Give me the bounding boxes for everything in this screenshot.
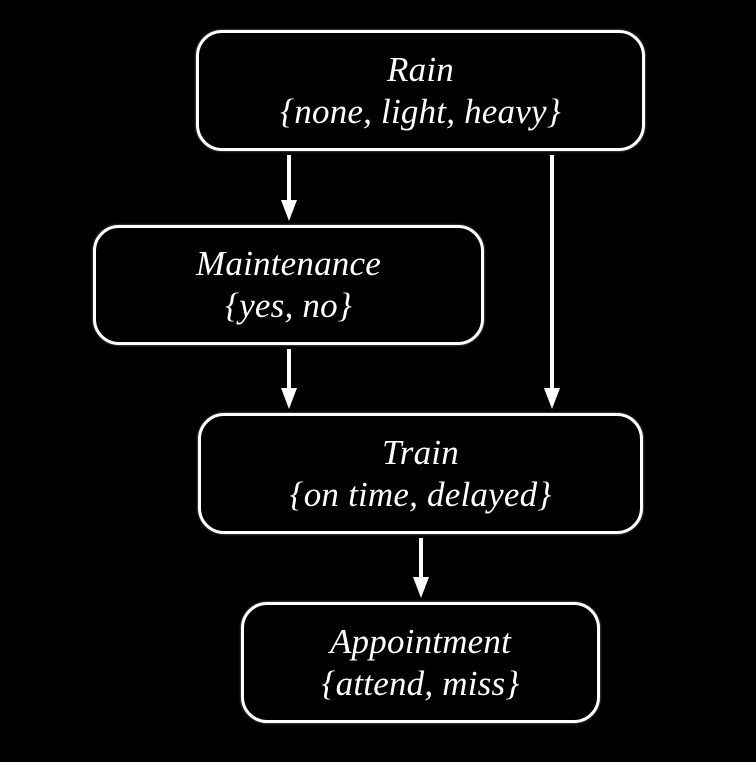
arrow-icon [281, 155, 297, 221]
node-maintenance-states: {yes, no} [225, 286, 352, 325]
arrow-icon [413, 538, 429, 598]
node-rain-states: {none, light, heavy} [280, 91, 561, 131]
node-maintenance-title: Maintenance [196, 244, 381, 284]
node-train-states: {on time, delayed} [289, 474, 552, 514]
node-appointment-title: Appointment [329, 621, 512, 661]
arrow-icon [281, 349, 297, 409]
edge-train-to-appointment [412, 538, 430, 598]
arrow-icon [544, 155, 560, 409]
node-train[interactable]: Train {on time, delayed} [198, 413, 643, 534]
edge-maintenance-to-train [280, 349, 298, 409]
node-appointment[interactable]: Appointment {attend, miss} [241, 602, 600, 723]
node-rain[interactable]: Rain {none, light, heavy} [196, 30, 645, 151]
node-train-title: Train [382, 432, 459, 472]
edge-rain-to-maintenance [280, 155, 298, 221]
edge-rain-to-train [543, 155, 561, 409]
node-appointment-states: {attend, miss} [321, 663, 520, 703]
node-rain-title: Rain [387, 49, 454, 89]
node-maintenance[interactable]: Maintenance {yes, no} [93, 225, 484, 345]
